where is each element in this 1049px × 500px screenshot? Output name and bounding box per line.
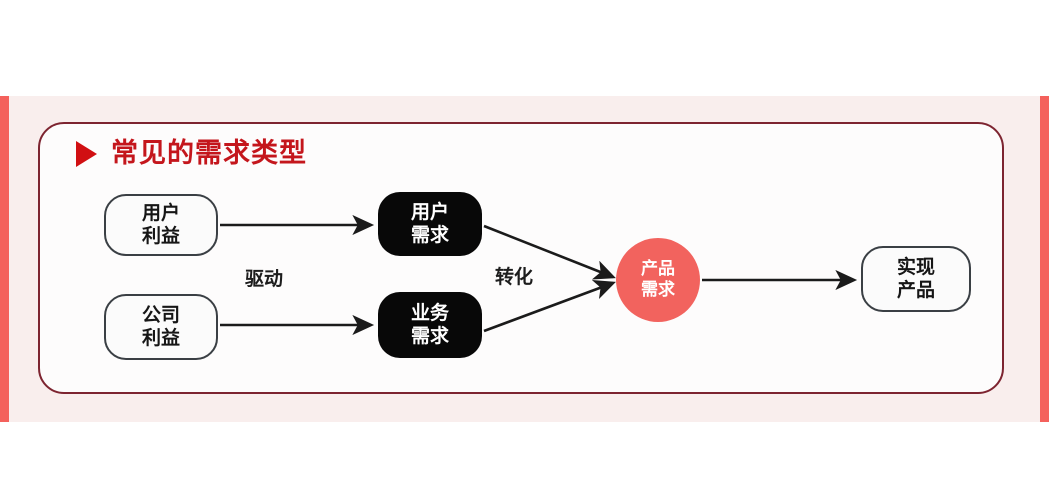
node-label-line-2: 利益 — [141, 328, 180, 349]
edge-label-drive: 驱动 — [245, 269, 284, 290]
node-label-line-1: 用户 — [410, 201, 449, 223]
page-title: 常见的需求类型 — [111, 138, 307, 168]
node-business-demand: 业务 需求 — [378, 292, 482, 358]
node-label-line-2: 需求 — [410, 326, 449, 347]
node-label-line-1: 用户 — [141, 202, 180, 224]
triangle-right-icon — [76, 140, 97, 167]
node-user-benefit: 用户 利益 — [104, 194, 218, 256]
node-label-line-2: 产品 — [896, 280, 935, 301]
node-product-demand: 产品 需求 — [616, 238, 700, 322]
node-label-line-1: 实现 — [896, 256, 935, 278]
node-realize-product: 实现 产品 — [861, 246, 971, 312]
node-label-line-1: 产品 — [641, 259, 675, 279]
section-title: 常见的需求类型 — [76, 140, 307, 167]
node-label-line-1: 公司 — [141, 304, 180, 326]
node-label-line-2: 需求 — [641, 280, 675, 299]
node-user-demand: 用户 需求 — [378, 192, 482, 256]
right-accent-rail — [1040, 96, 1049, 422]
node-label-line-2: 利益 — [141, 226, 180, 247]
left-accent-rail — [0, 96, 9, 422]
edge-label-convert: 转化 — [495, 267, 534, 288]
node-label-line-2: 需求 — [410, 225, 449, 246]
node-label-line-1: 业务 — [410, 302, 449, 324]
node-company-benefit: 公司 利益 — [104, 294, 218, 360]
